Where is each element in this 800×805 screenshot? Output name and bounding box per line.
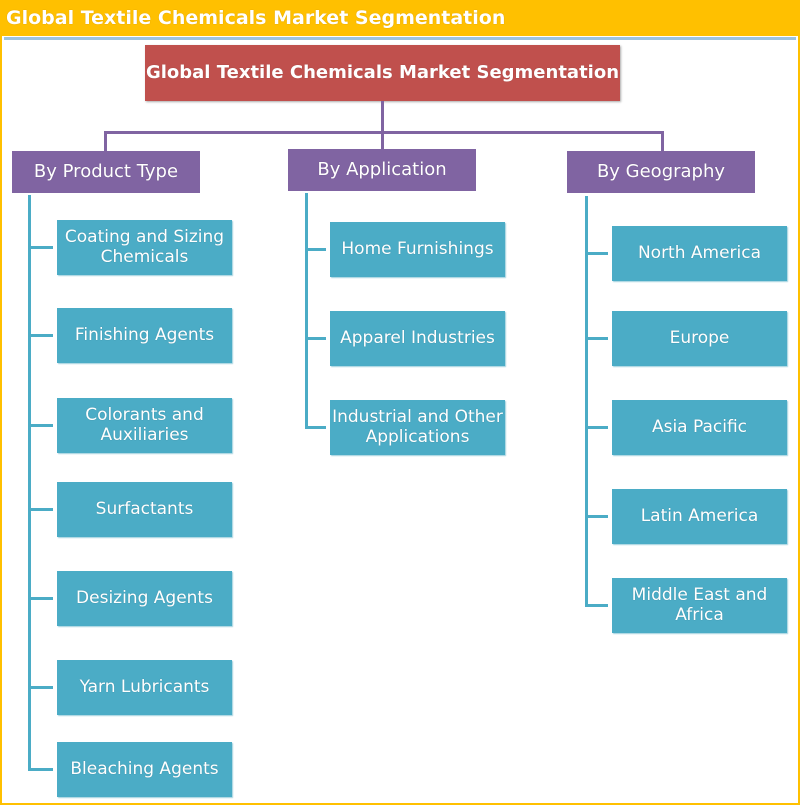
category-geography: By Geography (567, 151, 755, 193)
leaf-node: Yarn Lubricants (57, 660, 232, 715)
connector (305, 248, 326, 251)
connector (28, 768, 53, 771)
connector (28, 334, 53, 337)
leaf-node: Surfactants (57, 482, 232, 537)
connector (28, 195, 31, 771)
header-divider (4, 37, 796, 40)
connector (381, 101, 384, 133)
root-node: Global Textile Chemicals Market Segmenta… (145, 45, 620, 101)
connector (28, 246, 53, 249)
leaf-node: Europe (612, 311, 787, 366)
connector (28, 424, 53, 427)
leaf-node: Finishing Agents (57, 308, 232, 363)
connector (585, 337, 608, 340)
connector (585, 604, 608, 607)
leaf-node: Desizing Agents (57, 571, 232, 626)
leaf-node: Industrial and Other Applications (330, 400, 505, 455)
connector (305, 193, 308, 429)
connector (585, 252, 608, 255)
leaf-node: Asia Pacific (612, 400, 787, 455)
connector (28, 508, 53, 511)
leaf-node: Coating and Sizing Chemicals (57, 220, 232, 275)
leaf-node: Home Furnishings (330, 222, 505, 277)
connector (585, 515, 608, 518)
header-title: Global Textile Chemicals Market Segmenta… (0, 0, 800, 36)
connector (381, 131, 384, 149)
connector (305, 426, 326, 429)
connector (661, 131, 664, 151)
leaf-node: Middle East and Africa (612, 578, 787, 633)
category-product-type: By Product Type (12, 151, 200, 193)
leaf-node: Bleaching Agents (57, 742, 232, 797)
connector (28, 597, 53, 600)
connector (104, 131, 664, 134)
leaf-node: North America (612, 226, 787, 281)
connector (28, 686, 53, 689)
connector (305, 337, 326, 340)
connector (585, 426, 608, 429)
leaf-node: Apparel Industries (330, 311, 505, 366)
connector (585, 196, 588, 607)
leaf-node: Colorants and Auxiliaries (57, 398, 232, 453)
connector (104, 131, 107, 151)
category-application: By Application (288, 149, 476, 191)
leaf-node: Latin America (612, 489, 787, 544)
